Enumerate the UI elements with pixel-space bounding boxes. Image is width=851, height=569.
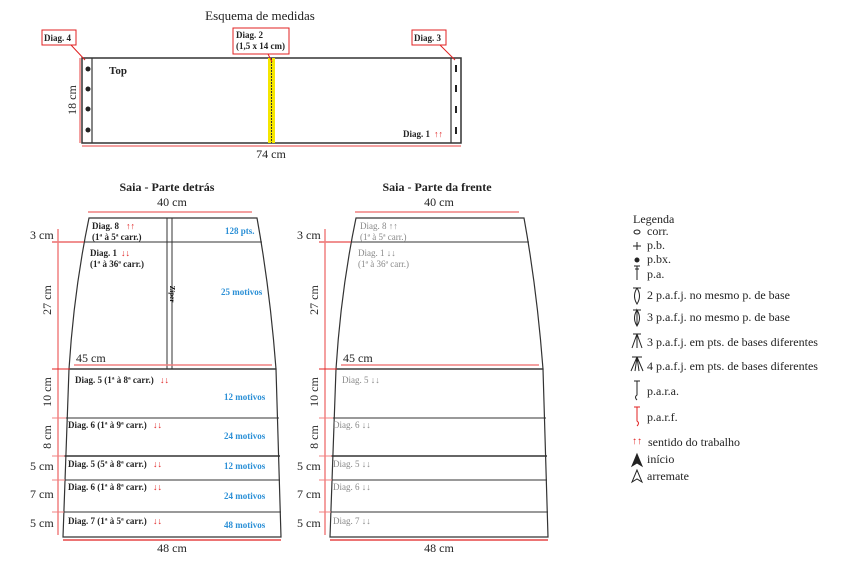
count-label: 24 motivos bbox=[224, 431, 266, 441]
diagram-title: Esquema de medidas bbox=[205, 8, 315, 23]
height-label: 27 cm bbox=[307, 285, 321, 315]
skirt-front: Saia - Parte da frente 40 cm 45 cm Diag.… bbox=[297, 180, 549, 555]
legend-title: Legenda bbox=[633, 212, 675, 226]
back-title: Saia - Parte detrás bbox=[120, 180, 215, 194]
count-label: 12 motivos bbox=[224, 392, 266, 402]
legend-item: 3 p.a.f.j. em pts. de bases diferentes bbox=[647, 335, 818, 349]
back-top-width: 40 cm bbox=[157, 195, 187, 209]
front-bottom-width: 48 cm bbox=[424, 541, 454, 555]
dc3tog-diff-icon bbox=[631, 333, 643, 349]
count-label: 24 motivos bbox=[224, 491, 266, 501]
legend-item: p.bx. bbox=[647, 252, 671, 266]
arrows-down: ↓↓ bbox=[153, 459, 162, 469]
height-label: 7 cm bbox=[297, 487, 321, 501]
arrows-down: ↓↓ bbox=[153, 516, 162, 526]
legend-item: p.b. bbox=[647, 238, 665, 252]
front-diag8-rows: (1ª à 5ª carr.) bbox=[360, 232, 406, 242]
diag4-label: Diag. 4 bbox=[44, 33, 72, 43]
zipper-label: Zíper bbox=[168, 286, 176, 303]
section-label: Diag. 6 ↓↓ bbox=[333, 420, 371, 430]
legend-item: sentido do trabalho bbox=[648, 435, 740, 449]
diag2-size: (1,5 x 14 cm) bbox=[236, 41, 285, 51]
front-diag1-rows: (1ª à 36ª carr.) bbox=[358, 259, 409, 269]
count-label: 25 motivos bbox=[221, 287, 263, 297]
top-width: 74 cm bbox=[256, 147, 286, 161]
back-diag8: Diag. 8 bbox=[92, 221, 120, 231]
section-label: Diag. 6 ↓↓ bbox=[333, 482, 371, 492]
arrows-down: ↓↓ bbox=[121, 248, 130, 258]
back-diag8-rows: (1ª à 5ª carr.) bbox=[92, 232, 142, 242]
arrows-down: ↓↓ bbox=[153, 482, 162, 492]
section-label: Diag. 6 (1ª à 9ª carr.) bbox=[68, 420, 147, 430]
back-mid-width: 45 cm bbox=[76, 351, 106, 365]
direction-arrows: ↑↑ bbox=[434, 129, 443, 139]
back-diag1-rows: (1ª à 36ª carr.) bbox=[90, 259, 144, 269]
section-label: Diag. 5 (5ª à 8ª carr.) bbox=[68, 459, 147, 469]
dc4tog-diff-icon bbox=[630, 356, 644, 372]
legend-item: arremate bbox=[647, 469, 689, 483]
height-label: 8 cm bbox=[40, 425, 54, 449]
height-label: 5 cm bbox=[30, 516, 54, 530]
height-label: 27 cm bbox=[40, 285, 54, 315]
count-label: 48 motivos bbox=[224, 520, 266, 530]
legend-item: início bbox=[647, 452, 674, 466]
double-crochet-icon bbox=[634, 265, 640, 280]
front-post-dc-icon bbox=[634, 380, 640, 401]
section-label: Diag. 7 (1ª à 5ª carr.) bbox=[68, 516, 147, 526]
height-label: 5 cm bbox=[297, 459, 321, 473]
bead-dots bbox=[85, 65, 457, 134]
front-title: Saia - Parte da frente bbox=[382, 180, 492, 194]
front-mid-width: 45 cm bbox=[343, 351, 373, 365]
top-height: 18 cm bbox=[65, 85, 79, 115]
section-label: Diag. 5 (1ª à 8ª carr.) bbox=[75, 375, 154, 385]
height-label: 7 cm bbox=[30, 487, 54, 501]
count-label: 12 motivos bbox=[224, 461, 266, 471]
skirt-back: Saia - Parte detrás 40 cm Zíper 45 cm Di… bbox=[30, 180, 282, 555]
dc2tog-icon bbox=[633, 287, 641, 305]
work-direction-icon: ↑↑ bbox=[632, 436, 642, 447]
slip-stitch-icon bbox=[634, 257, 640, 263]
section-label: Diag. 5 ↓↓ bbox=[342, 375, 380, 385]
height-label: 10 cm bbox=[307, 377, 321, 407]
single-crochet-icon bbox=[633, 242, 641, 250]
diag2-label: Diag. 2 bbox=[236, 30, 264, 40]
arrows-down: ↓↓ bbox=[160, 375, 169, 385]
diag1-label: Diag. 1 bbox=[403, 129, 431, 139]
height-label: 3 cm bbox=[297, 228, 321, 242]
chain-icon bbox=[633, 229, 641, 235]
front-top-width: 40 cm bbox=[424, 195, 454, 209]
legend-item: 2 p.a.f.j. no mesmo p. de base bbox=[647, 288, 790, 302]
dc3tog-icon bbox=[633, 308, 641, 327]
legend-item: p.a.r.a. bbox=[647, 384, 679, 398]
legend-item: 3 p.a.f.j. no mesmo p. de base bbox=[647, 310, 790, 324]
back-bottom-width: 48 cm bbox=[157, 541, 187, 555]
section-label: Diag. 6 (1ª à 8ª carr.) bbox=[68, 482, 147, 492]
front-diag1: Diag. 1 ↓↓ bbox=[358, 248, 396, 258]
legend-item: p.a.r.f. bbox=[647, 410, 678, 424]
count-label: 128 pts. bbox=[225, 226, 255, 236]
height-label: 5 cm bbox=[30, 459, 54, 473]
top-label: Top bbox=[109, 65, 127, 77]
height-label: 3 cm bbox=[30, 228, 54, 242]
height-label: 5 cm bbox=[297, 516, 321, 530]
back-post-dc-icon bbox=[634, 406, 640, 427]
top-piece: Top Diag. 4 Diag. 2 (1,5 x 14 cm) Diag. … bbox=[41, 27, 462, 161]
legend-item: p.a. bbox=[647, 267, 664, 281]
legend: Legenda ↑↑ corr. p.b. p.bx. p.a. 2 p.a.f… bbox=[630, 212, 818, 484]
diag3-label: Diag. 3 bbox=[414, 33, 442, 43]
start-icon bbox=[630, 452, 644, 468]
legend-item: corr. bbox=[647, 224, 669, 238]
height-label: 8 cm bbox=[307, 425, 321, 449]
section-label: Diag. 7 ↓↓ bbox=[333, 516, 371, 526]
finish-icon bbox=[630, 468, 644, 484]
height-label: 10 cm bbox=[40, 377, 54, 407]
arrows-up: ↑↑ bbox=[126, 221, 135, 231]
arrows-down: ↓↓ bbox=[153, 420, 162, 430]
back-diag1: Diag. 1 bbox=[90, 248, 118, 258]
legend-item: 4 p.a.f.j. em pts. de bases diferentes bbox=[647, 359, 818, 373]
front-diag8: Diag. 8 ↑↑ bbox=[360, 221, 398, 231]
section-label: Diag. 5 ↓↓ bbox=[333, 459, 371, 469]
